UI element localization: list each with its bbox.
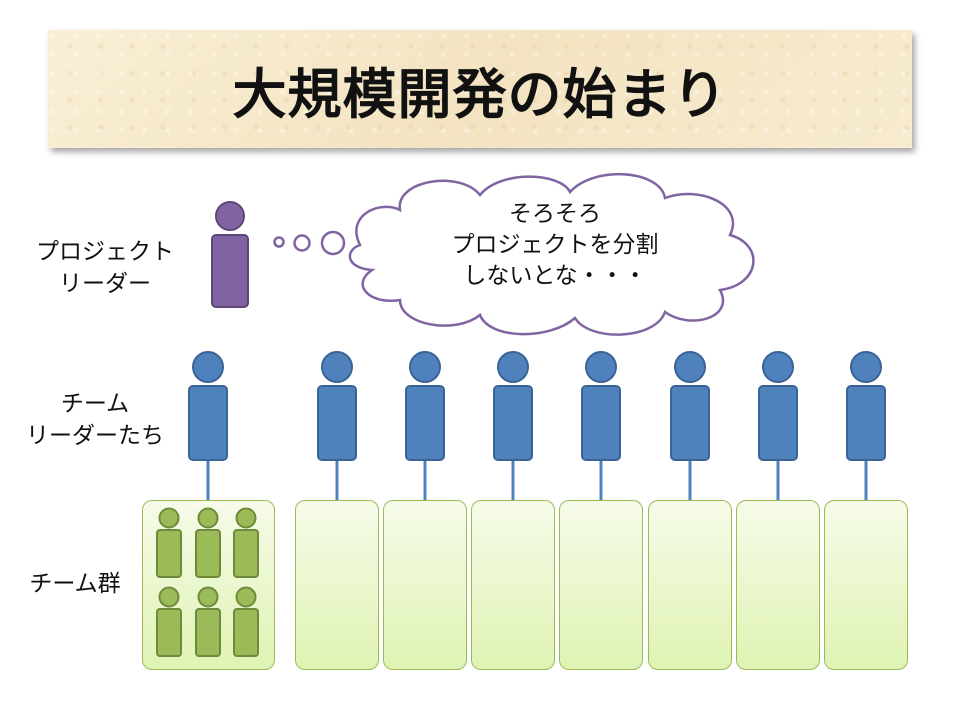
team-leader-figure bbox=[405, 351, 445, 500]
team-members-group bbox=[156, 507, 259, 657]
team-member-figure bbox=[195, 586, 221, 657]
team-leader-head bbox=[321, 351, 353, 383]
team-member-head bbox=[158, 507, 180, 529]
team-member-figure bbox=[156, 586, 182, 657]
team-box-8 bbox=[824, 500, 908, 670]
team-member-body bbox=[156, 608, 182, 657]
team-member-head bbox=[197, 586, 219, 608]
team-member-figure bbox=[233, 507, 259, 578]
team-member-body bbox=[195, 608, 221, 657]
team-member-figure bbox=[156, 507, 182, 578]
team-member-body bbox=[233, 608, 259, 657]
label-project-leader: プロジェクト リーダー bbox=[20, 236, 190, 300]
team-box-6 bbox=[648, 500, 732, 670]
team-leader-head bbox=[497, 351, 529, 383]
team-member-figure bbox=[195, 507, 221, 578]
title-banner: 大規模開発の始まり bbox=[48, 30, 912, 148]
slide-title: 大規模開発の始まり bbox=[232, 62, 728, 126]
thought-cloud-shape bbox=[348, 173, 755, 336]
team-leader-figure bbox=[581, 351, 621, 500]
team-leader-head bbox=[192, 351, 224, 383]
label-team-leaders-line2: リーダーたち bbox=[26, 423, 164, 449]
team-member-head bbox=[235, 586, 257, 608]
thought-bubble bbox=[273, 173, 755, 336]
thought-bubble-text: そろそろ プロジェクトを分割 しないとな・・・ bbox=[405, 199, 705, 292]
team-member-body bbox=[233, 529, 259, 578]
team-leader-body bbox=[317, 385, 357, 461]
label-teams: チーム群 bbox=[15, 568, 135, 600]
label-project-leader-line2: リーダー bbox=[59, 271, 151, 297]
team-leader-body bbox=[188, 385, 228, 461]
team-leaders-group bbox=[188, 351, 886, 500]
thought-line-2: プロジェクトを分割 bbox=[451, 232, 659, 258]
project-leader-head bbox=[215, 201, 245, 231]
team-leader-body bbox=[758, 385, 798, 461]
thought-dot-large bbox=[320, 230, 346, 256]
team-member-body bbox=[195, 529, 221, 578]
team-leader-figure bbox=[317, 351, 357, 500]
project-leader-body bbox=[211, 234, 249, 308]
team-leader-figure bbox=[846, 351, 886, 500]
thought-line-3: しないとな・・・ bbox=[463, 263, 647, 289]
thought-dot-medium bbox=[293, 234, 311, 252]
label-team-leaders-line1: チーム bbox=[60, 391, 130, 417]
team-leader-head bbox=[585, 351, 617, 383]
label-team-leaders: チーム リーダーたち bbox=[10, 388, 180, 452]
team-box-2 bbox=[295, 500, 379, 670]
team-leader-body bbox=[846, 385, 886, 461]
team-leader-head bbox=[409, 351, 441, 383]
project-leader-figure bbox=[211, 201, 249, 308]
team-leader-figure bbox=[758, 351, 798, 500]
label-teams-text: チーム群 bbox=[29, 571, 121, 597]
team-member-figure bbox=[233, 586, 259, 657]
team-member-head bbox=[235, 507, 257, 529]
team-leader-body bbox=[670, 385, 710, 461]
thought-dot-small bbox=[273, 236, 285, 248]
team-leader-figure bbox=[188, 351, 228, 500]
team-leader-body bbox=[493, 385, 533, 461]
team-leader-body bbox=[405, 385, 445, 461]
team-member-head bbox=[158, 586, 180, 608]
team-member-head bbox=[197, 507, 219, 529]
team-leader-body bbox=[581, 385, 621, 461]
thought-line-1: そろそろ bbox=[509, 201, 601, 227]
team-box-5 bbox=[559, 500, 643, 670]
label-project-leader-line1: プロジェクト bbox=[36, 239, 174, 265]
team-leader-head bbox=[674, 351, 706, 383]
team-leader-head bbox=[850, 351, 882, 383]
team-box-4 bbox=[471, 500, 555, 670]
team-box-3 bbox=[383, 500, 467, 670]
team-member-body bbox=[156, 529, 182, 578]
team-leader-figure bbox=[670, 351, 710, 500]
team-box-7 bbox=[736, 500, 820, 670]
team-leader-figure bbox=[493, 351, 533, 500]
team-leader-head bbox=[762, 351, 794, 383]
